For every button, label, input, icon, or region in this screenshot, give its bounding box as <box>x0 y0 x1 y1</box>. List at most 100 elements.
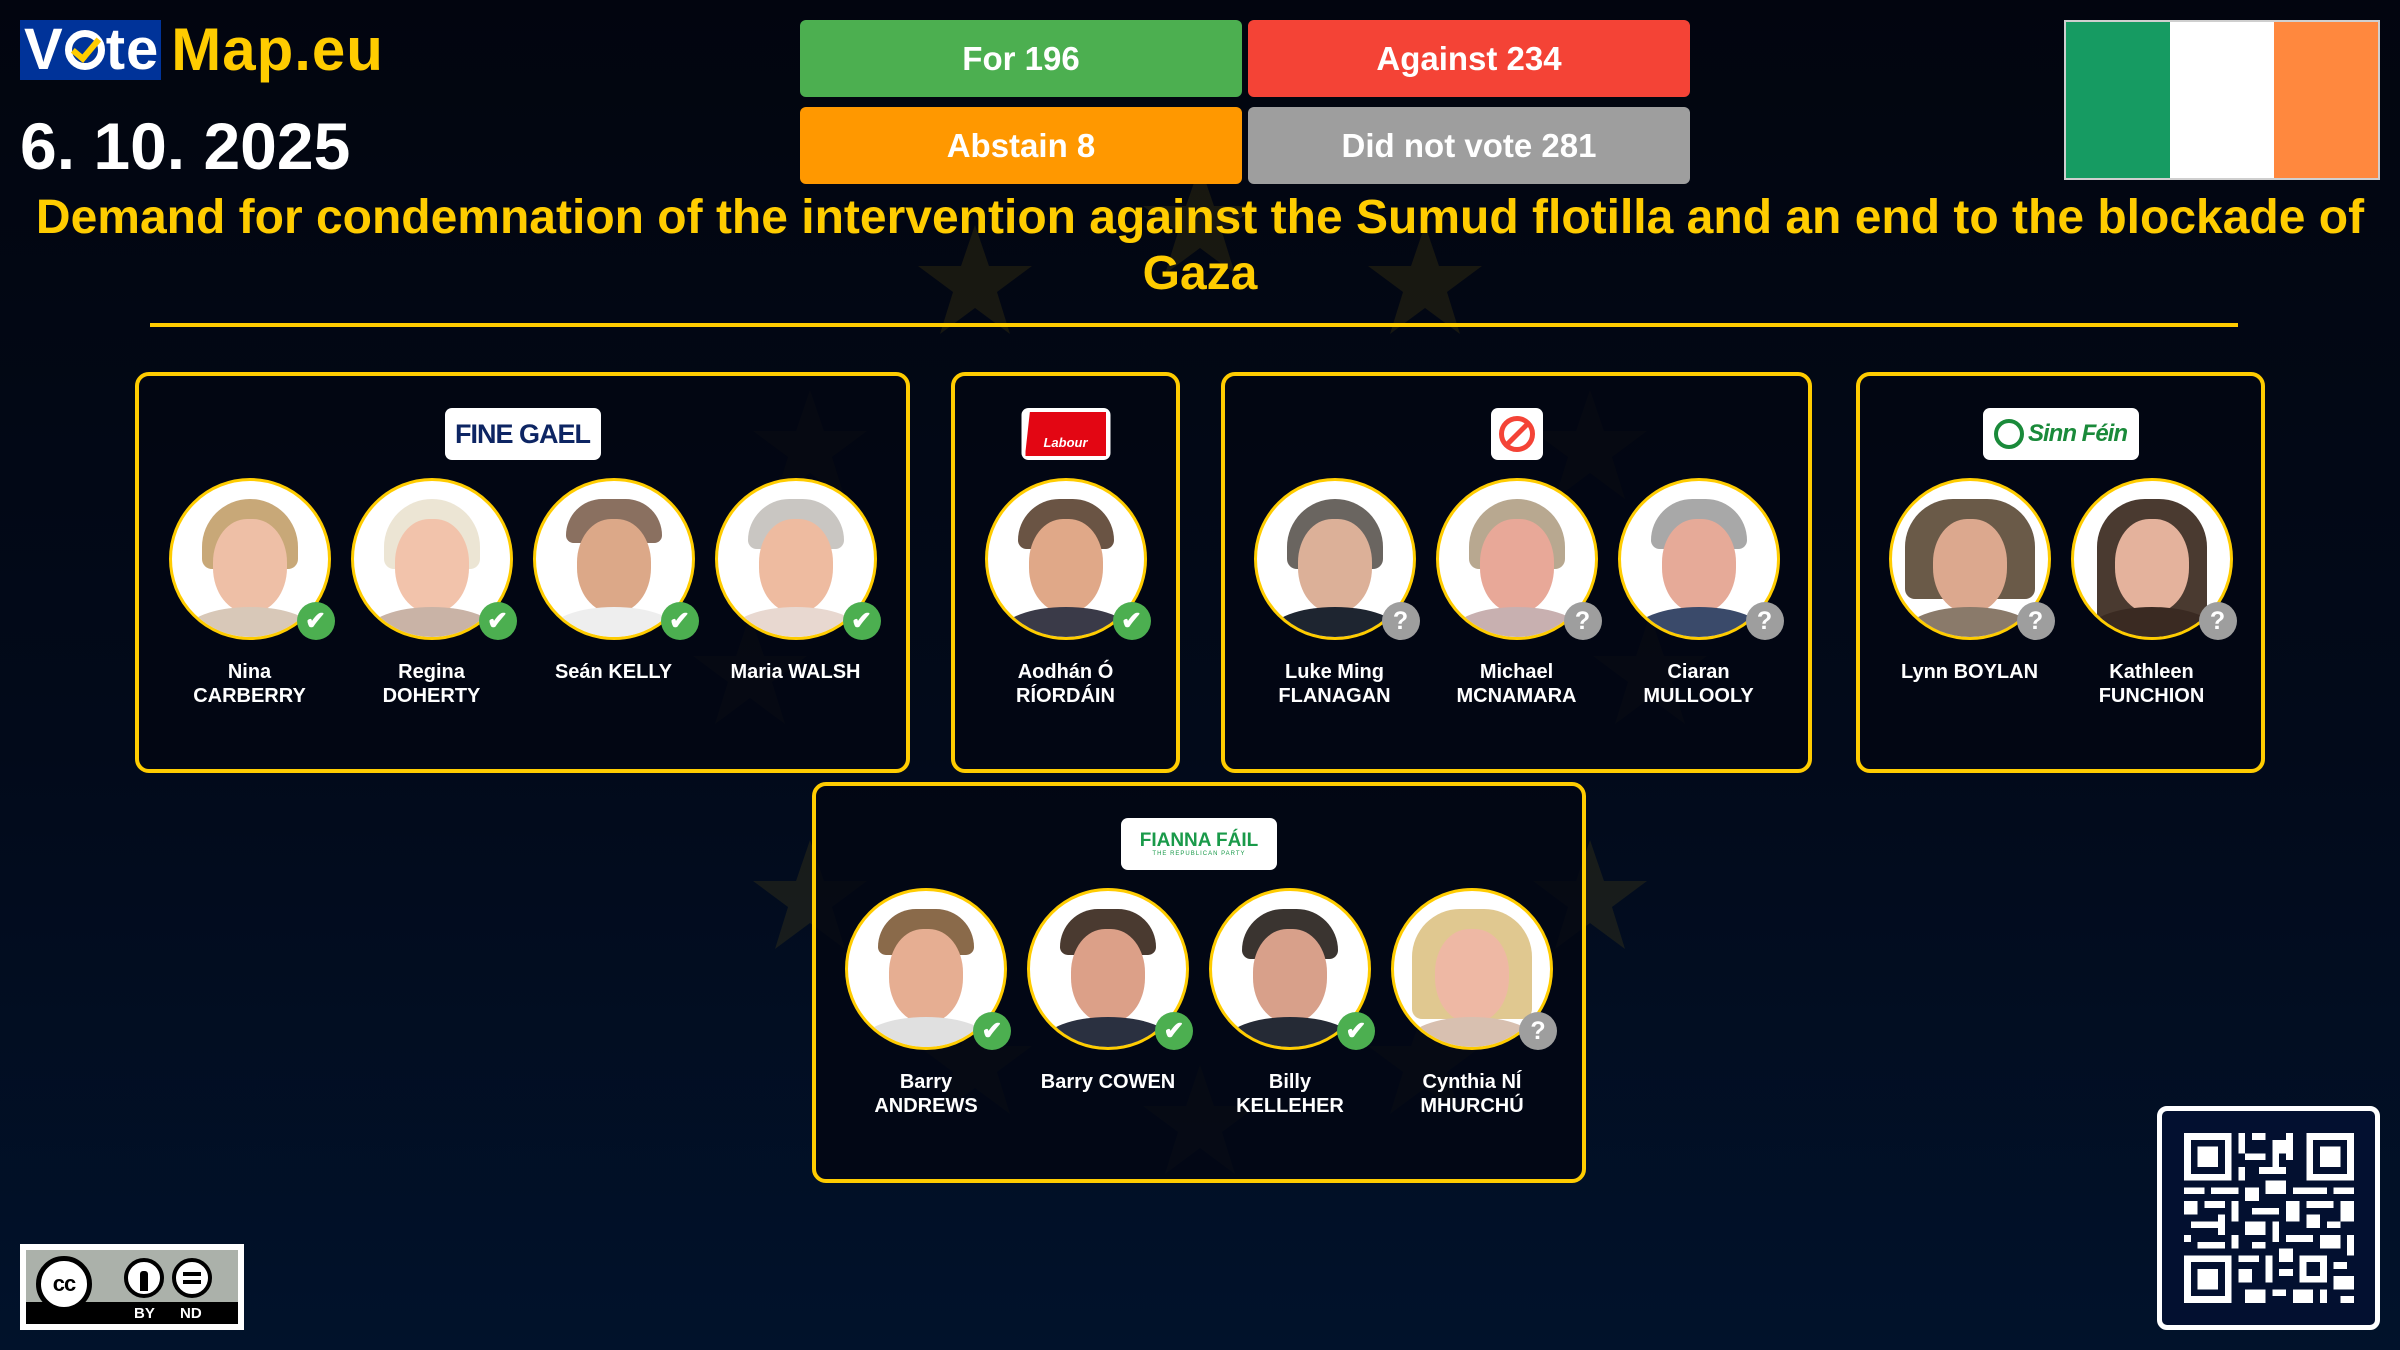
logo-map-text: Map.eu <box>171 16 384 83</box>
fine-gael-logo: FINE GAEL <box>444 408 601 460</box>
member-name: Seán KELLY <box>519 660 709 684</box>
qr-code[interactable] <box>2157 1106 2380 1330</box>
checkmark-icon <box>64 30 105 70</box>
vote-unknown-question-icon: ? <box>1381 602 1420 640</box>
member-first-name: Michael <box>1479 661 1554 683</box>
cc-icon: cc <box>36 1256 92 1312</box>
attribution-person-icon <box>124 1258 164 1298</box>
member-last-name: MHURCHÚ <box>1420 1095 1524 1117</box>
member-last-name: MCNAMARA <box>1456 685 1577 707</box>
vote-for-check-icon: ✔ <box>660 602 699 640</box>
flag-stripe-white <box>2170 22 2274 178</box>
member-card[interactable]: ✔ Seán KELLY <box>532 478 699 708</box>
vote-for-check-icon: ✔ <box>973 1012 1011 1050</box>
member-first-name: Billy <box>1268 1071 1312 1093</box>
sinn-fein-emblem-icon <box>1994 419 2024 449</box>
logo-letters-te: te <box>105 17 160 82</box>
qr-code-icon <box>2183 1133 2354 1303</box>
no-party-logo <box>1490 408 1543 460</box>
member-photo <box>845 888 1007 1050</box>
vote-unknown-question-icon: ? <box>2016 602 2055 640</box>
member-card[interactable]: ✔ Barry COWEN <box>1027 888 1193 1118</box>
vote-unknown-question-icon: ? <box>1519 1012 1557 1050</box>
logo-vote-box: V te <box>20 17 162 82</box>
member-last-name: MULLOOLY <box>1643 685 1754 707</box>
cc-badge-body: cc BY ND <box>26 1250 238 1324</box>
cc-by-nd-license-badge[interactable]: cc BY ND <box>20 1244 244 1330</box>
abstain-count-button[interactable]: Abstain 8 <box>800 107 1242 184</box>
member-first-name: Seán KELLY <box>554 661 673 683</box>
member-photo <box>1253 478 1416 640</box>
member-last-name: FLANAGAN <box>1278 685 1391 707</box>
vote-for-check-icon: ✔ <box>1337 1012 1375 1050</box>
member-name: Lynn BOYLAN <box>1875 660 2065 684</box>
labour-logo: Labour <box>1021 408 1110 460</box>
member-first-name: Ciaran <box>1667 661 1730 683</box>
fine-gael-logo-text: FINE GAEL <box>454 418 591 449</box>
cc-nd-label: ND <box>180 1305 202 1322</box>
member-photo <box>168 478 331 640</box>
against-count-button[interactable]: Against 234 <box>1248 20 1690 97</box>
title-divider <box>150 323 2238 327</box>
vote-for-check-icon: ✔ <box>1155 1012 1193 1050</box>
member-photo <box>2070 478 2233 640</box>
flag-stripe-green <box>2066 22 2170 178</box>
vote-unknown-question-icon: ? <box>2198 602 2237 640</box>
ireland-flag-icon <box>2064 20 2380 180</box>
fianna-fail-logo: FIANNA FÁIL THE REPUBLICAN PARTY <box>1121 818 1277 870</box>
member-first-name: Barry <box>899 1071 953 1093</box>
sinn-fein-logo-text: Sinn Féin <box>2028 420 2128 447</box>
member-last-name: DOHERTY <box>382 685 481 707</box>
for-count-button[interactable]: For 196 <box>800 20 1242 97</box>
member-first-name: Barry COWEN <box>1040 1071 1176 1093</box>
member-name: Barry COWEN <box>1013 1070 1203 1094</box>
member-first-name: Luke Ming <box>1285 661 1384 683</box>
member-first-name: Kathleen <box>2109 661 2194 683</box>
member-card[interactable]: ? Lynn BOYLAN <box>1888 478 2055 708</box>
sinn-fein-logo: Sinn Féin <box>1982 408 2139 460</box>
vote-for-check-icon: ✔ <box>478 602 517 640</box>
member-first-name: Cynthia NÍ <box>1422 1071 1522 1093</box>
vote-title: Demand for condemnation of the intervent… <box>35 191 2365 300</box>
fianna-fail-logo-text: FIANNA FÁIL <box>1139 830 1259 851</box>
member-last-name: FUNCHION <box>2098 685 2205 707</box>
member-first-name: Regina <box>398 661 465 683</box>
member-card[interactable]: ✔ Maria WALSH <box>714 478 881 708</box>
did-not-vote-count-button[interactable]: Did not vote 281 <box>1248 107 1690 184</box>
vote-for-check-icon: ✔ <box>1112 602 1151 640</box>
cc-by-label: BY <box>134 1305 155 1322</box>
votemap-logo[interactable]: V te Map.eu <box>20 20 384 80</box>
prohibited-icon <box>1498 416 1535 452</box>
flag-stripe-orange <box>2274 22 2378 178</box>
vote-unknown-question-icon: ? <box>1745 602 1784 640</box>
logo-letter-v: V <box>24 17 64 82</box>
member-last-name: RÍORDÁIN <box>1016 685 1115 707</box>
member-first-name: Lynn BOYLAN <box>1900 661 2039 683</box>
